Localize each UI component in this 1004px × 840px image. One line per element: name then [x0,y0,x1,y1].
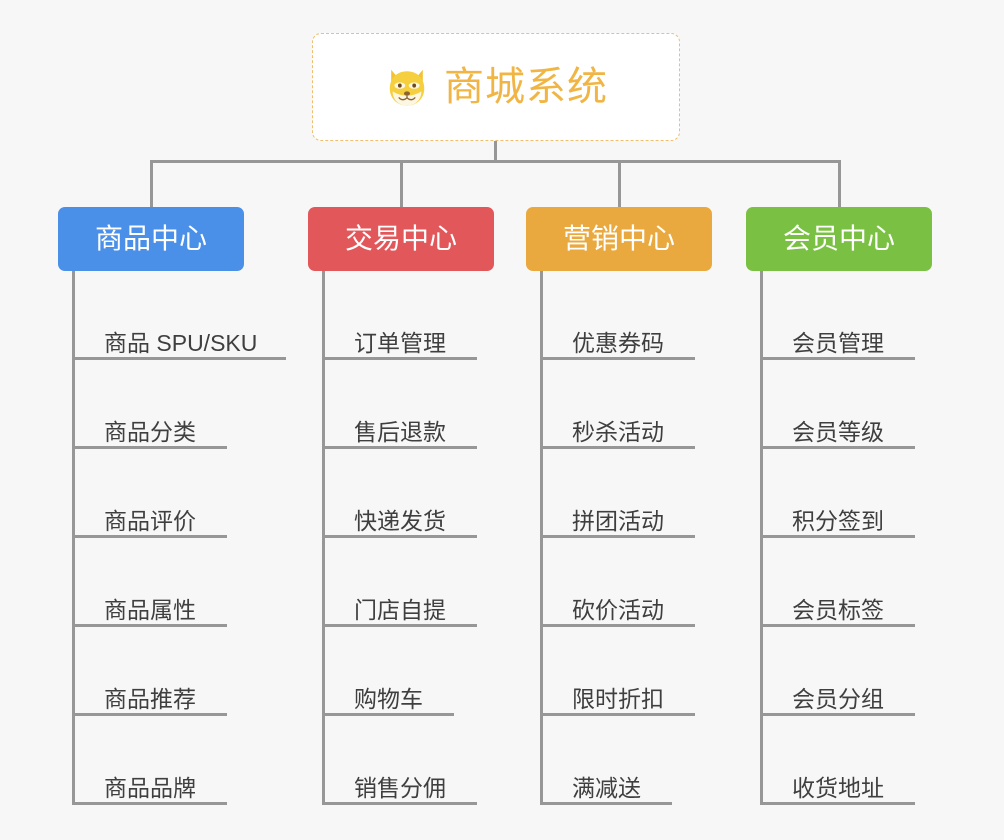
leaf-label: 拼团活动 [572,508,664,534]
leaf-label: 商品 SPU/SKU [104,330,258,356]
leaf-underline [760,802,915,805]
leaf-underline [72,357,286,360]
leaf-label: 售后退款 [354,419,446,445]
leaf-label: 会员标签 [792,597,884,623]
leaf-underline [72,713,227,716]
leaf-label: 快递发货 [354,508,446,534]
leaf-underline [322,535,477,538]
connector-drop-1 [150,160,153,208]
root-title: 商城系统 [444,65,608,109]
category-label-marketing-center: 营销中心 [562,223,675,254]
category-label-trade-center: 交易中心 [344,223,457,254]
leaf-label: 门店自提 [354,597,446,623]
connector-bus [150,160,840,163]
leaf-label: 限时折扣 [572,686,664,712]
leaf-underline [760,624,915,627]
root-node[interactable]: 商城系统 [312,33,680,141]
leaf-label: 商品评价 [104,508,196,534]
leaf-label: 积分签到 [792,508,884,534]
connector-drop-2 [400,160,403,208]
spine-product-center [72,271,75,805]
leaf-underline [540,446,695,449]
leaf-underline [540,357,695,360]
leaf-label: 优惠券码 [572,330,664,356]
leaf-label: 秒杀活动 [572,419,664,445]
connector-drop-4 [838,160,841,208]
leaf-label: 购物车 [354,686,423,712]
leaf-label: 订单管理 [354,330,446,356]
leaf-underline [760,357,915,360]
leaf-label: 销售分佣 [354,775,446,801]
leaf-label: 会员管理 [792,330,884,356]
leaf-underline [322,446,477,449]
category-label-product-center: 商品中心 [94,223,207,254]
leaf-underline [322,802,477,805]
category-box-trade-center[interactable]: 交易中心 [308,207,494,271]
leaf-underline [322,624,477,627]
shiba-dog-face-icon [389,69,425,106]
leaf-underline [72,535,227,538]
leaf-underline [540,624,695,627]
category-box-marketing-center[interactable]: 营销中心 [526,207,712,271]
leaf-label: 商品品牌 [104,775,196,801]
leaf-label: 商品属性 [104,597,196,623]
leaf-underline [760,713,915,716]
category-box-member-center[interactable]: 会员中心 [746,207,932,271]
leaf-label: 商品推荐 [104,686,196,712]
leaf-label: 会员等级 [792,419,884,445]
leaf-label: 会员分组 [792,686,884,712]
leaf-underline [72,802,227,805]
category-label-member-center: 会员中心 [782,223,895,254]
leaf-underline [760,535,915,538]
leaf-underline [540,802,672,805]
spine-member-center [760,271,763,805]
leaf-label: 商品分类 [104,419,196,445]
leaf-label: 砍价活动 [572,597,664,623]
spine-marketing-center [540,271,543,805]
leaf-underline [72,624,227,627]
leaf-underline [760,446,915,449]
connector-drop-3 [618,160,621,208]
leaf-underline [72,446,227,449]
spine-trade-center [322,271,325,805]
leaf-underline [322,357,477,360]
leaf-label: 收货地址 [792,775,884,801]
root-connector-stub [494,141,497,162]
category-box-product-center[interactable]: 商品中心 [58,207,244,271]
leaf-underline [540,535,695,538]
leaf-label: 满减送 [572,775,641,801]
leaf-underline [540,713,695,716]
leaf-underline [322,713,454,716]
